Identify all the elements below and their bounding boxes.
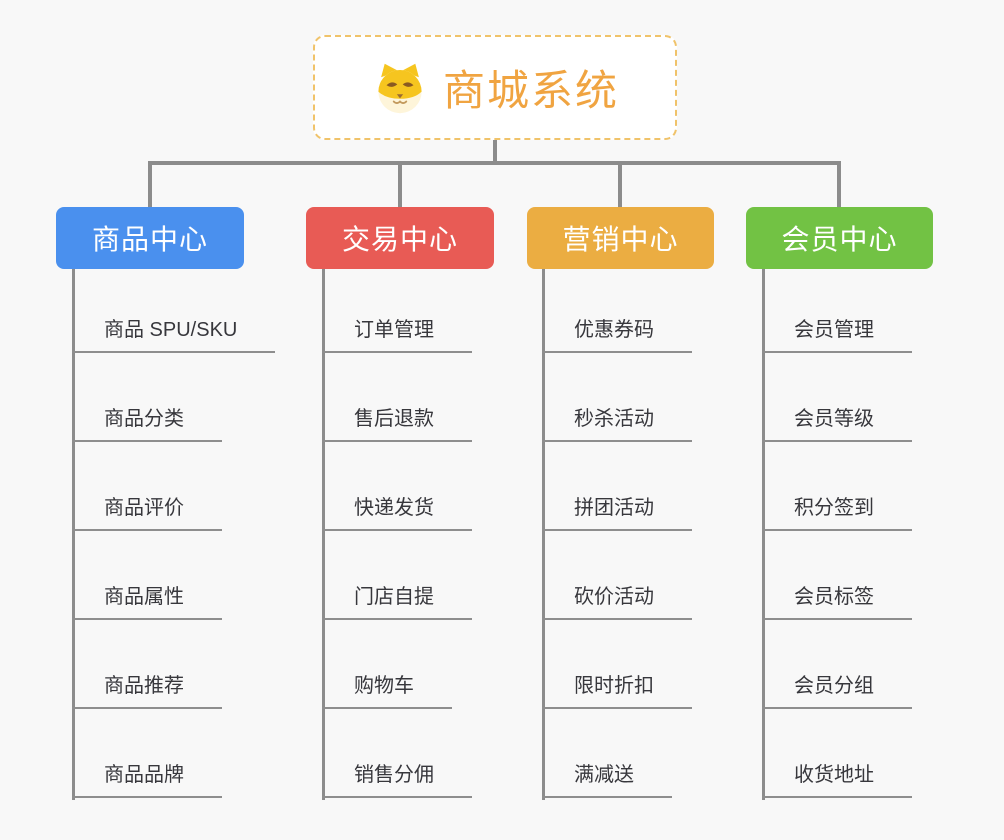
- leaf-item[interactable]: 销售分佣: [322, 762, 472, 798]
- connector-root-stub: [493, 138, 497, 163]
- leaf-item[interactable]: 会员管理: [762, 317, 912, 353]
- leaf-item[interactable]: 会员标签: [762, 584, 912, 620]
- leaf-item[interactable]: 限时折扣: [542, 673, 692, 709]
- branch-node-4[interactable]: 会员中心: [746, 207, 933, 269]
- leaf-item[interactable]: 商品属性: [72, 584, 222, 620]
- connector-branch-spine: [762, 269, 765, 800]
- connector-branch-spine: [542, 269, 545, 800]
- leaf-item[interactable]: 拼团活动: [542, 495, 692, 531]
- leaf-item[interactable]: 会员等级: [762, 406, 912, 442]
- branch-node-3[interactable]: 营销中心: [527, 207, 714, 269]
- leaf-item[interactable]: 快递发货: [322, 495, 472, 531]
- leaf-item[interactable]: 商品分类: [72, 406, 222, 442]
- branch-label: 会员中心: [781, 224, 898, 255]
- connector-branch-stub: [398, 163, 402, 207]
- connector-bus: [148, 161, 841, 165]
- branch-node-1[interactable]: 商品中心: [56, 207, 244, 269]
- leaf-item[interactable]: 满减送: [542, 762, 672, 798]
- shiba-dog-icon: [371, 61, 429, 115]
- branch-node-2[interactable]: 交易中心: [306, 207, 494, 269]
- leaf-item[interactable]: 秒杀活动: [542, 406, 692, 442]
- leaf-item[interactable]: 积分签到: [762, 495, 912, 531]
- root-title: 商城系统: [442, 67, 619, 114]
- leaf-item[interactable]: 收货地址: [762, 762, 912, 798]
- leaf-item[interactable]: 商品评价: [72, 495, 222, 531]
- connector-branch-stub: [837, 163, 841, 207]
- connector-branch-stub: [148, 163, 152, 207]
- leaf-item[interactable]: 优惠券码: [542, 317, 692, 353]
- leaf-item[interactable]: 会员分组: [762, 673, 912, 709]
- connector-branch-stub: [618, 163, 622, 207]
- leaf-item[interactable]: 购物车: [322, 673, 452, 709]
- root-node[interactable]: 商城系统: [313, 35, 677, 140]
- leaf-item[interactable]: 售后退款: [322, 406, 472, 442]
- branch-label: 营销中心: [562, 224, 679, 255]
- connector-branch-spine: [72, 269, 75, 800]
- branch-label: 交易中心: [341, 224, 458, 255]
- leaf-item[interactable]: 商品品牌: [72, 762, 222, 798]
- branch-label: 商品中心: [91, 224, 208, 255]
- connector-branch-spine: [322, 269, 325, 800]
- leaf-item[interactable]: 商品推荐: [72, 673, 222, 709]
- leaf-item[interactable]: 门店自提: [322, 584, 472, 620]
- leaf-item[interactable]: 砍价活动: [542, 584, 692, 620]
- leaf-item[interactable]: 订单管理: [322, 317, 472, 353]
- leaf-item[interactable]: 商品 SPU/SKU: [72, 317, 276, 353]
